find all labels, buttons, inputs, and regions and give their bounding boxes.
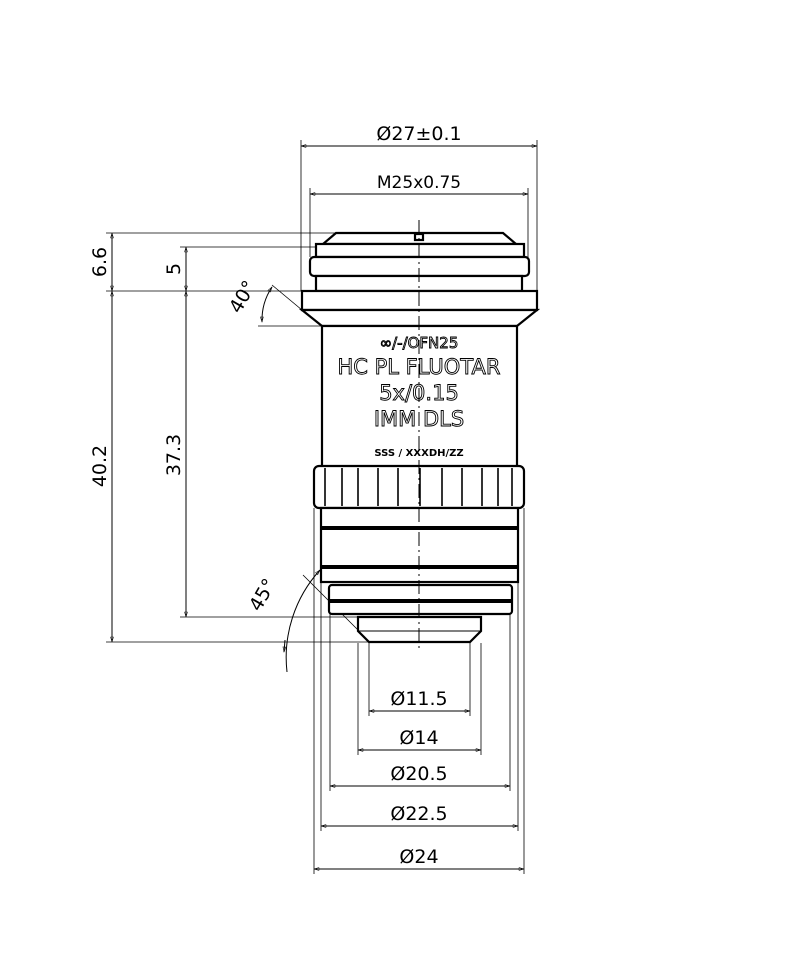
dimension-label: Ø14 (399, 727, 438, 749)
dimension-label: Ø11.5 (390, 688, 447, 710)
dimension-label: Ø24 (399, 846, 438, 868)
dimension-label: 6.6 (89, 247, 111, 277)
dimension-20-5: Ø20.5 (329, 763, 511, 788)
dimension-label: Ø22.5 (390, 803, 447, 825)
dimension-label: 5 (163, 263, 185, 275)
engraving-line: SSS / XXXDH/ZZ (374, 448, 463, 459)
dimension-37-3: 37.3 (163, 290, 188, 618)
dimension-outer-diameter: Ø27±0.1 (300, 123, 538, 148)
angle-label: 45° (245, 575, 281, 615)
angle-40: 40° (225, 277, 303, 323)
dimension-label: M25x0.75 (377, 173, 461, 193)
extension-lines (106, 140, 538, 874)
angle-label: 40° (225, 277, 261, 317)
dimension-label: Ø20.5 (390, 763, 447, 785)
dimension-thread: M25x0.75 (309, 173, 529, 196)
dimension-24: Ø24 (313, 846, 525, 871)
dimension-22-5: Ø22.5 (320, 803, 519, 828)
dimension-11-5: Ø11.5 (368, 688, 471, 713)
dimension-6-6: 6.6 (89, 232, 114, 292)
dimension-label: 40.2 (89, 445, 111, 487)
dimension-label: Ø27±0.1 (376, 123, 461, 145)
dimension-40-2: 40.2 (89, 290, 114, 643)
dimension-14: Ø14 (357, 727, 482, 752)
dimension-label: 37.3 (163, 434, 185, 476)
dimension-5: 5 (163, 246, 188, 292)
